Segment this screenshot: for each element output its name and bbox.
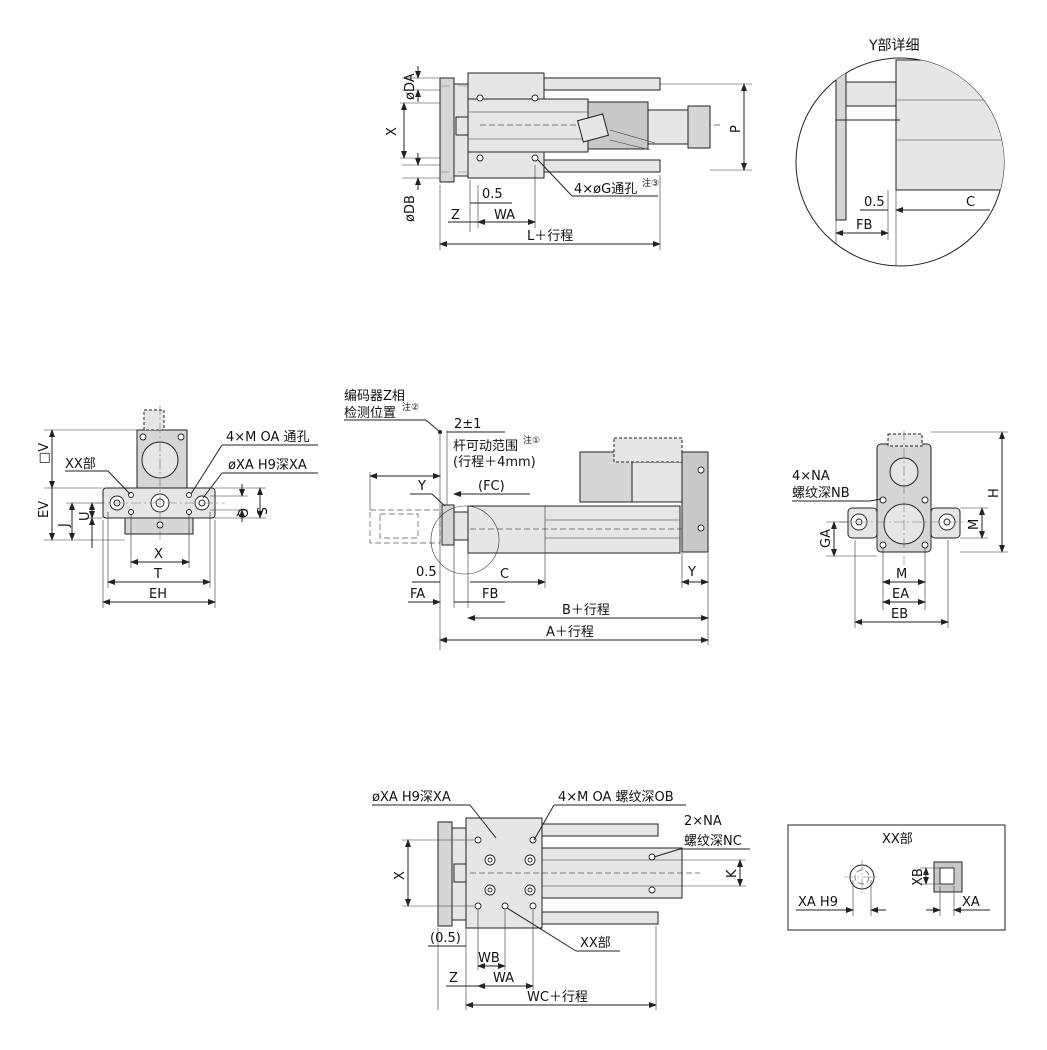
bottom-end-plate: [437, 821, 453, 927]
top-x: X: [385, 127, 400, 136]
top-note-3: 注③: [642, 177, 659, 189]
detail-y: Y部详细 0.5 C FB: [795, 38, 1005, 267]
right-ga: GA: [819, 529, 834, 548]
top-wa: WA: [494, 208, 515, 223]
encoder-line1: 编码器Z相: [344, 389, 405, 404]
side-tol: 2±1: [454, 417, 481, 432]
side-fb: FB: [482, 587, 498, 602]
bottom-na: 2×NA: [684, 814, 722, 829]
detail-xx-frame: [787, 824, 1006, 931]
detail-xx: XX部 XA H9 XB XA: [787, 824, 1006, 931]
right-end-view: 4×NA 螺纹深NB H M GA M EA EB: [792, 430, 1008, 628]
top-dia-a: øDA: [403, 73, 418, 100]
bottom-pin: øXA H9深XA: [372, 790, 451, 805]
top-dia-b: øDB: [403, 195, 418, 222]
right-m: M: [896, 567, 907, 582]
encoder-note: 注②: [402, 401, 419, 413]
bottom-nc: 螺纹深NC: [684, 834, 742, 849]
body: [467, 98, 589, 153]
top-length: L＋行程: [527, 229, 573, 244]
detail-xx-xa: XA: [962, 895, 980, 910]
bottom-k: K: [725, 869, 740, 878]
detail-xx-xb: XB: [911, 868, 926, 886]
side-fc: (FC): [478, 479, 505, 494]
left-s: S: [253, 507, 268, 515]
side-fa: FA: [410, 587, 425, 602]
top-view: øDA X øDB P 0.5 Z WA L＋行程 4×: [385, 66, 752, 250]
right-h: H: [987, 488, 1002, 498]
right-na: 4×NA: [792, 469, 830, 484]
detail-xx-xa-h9: XA H9: [798, 895, 838, 910]
left-t: T: [153, 567, 162, 582]
left-j: J: [57, 523, 72, 528]
side-body: [467, 505, 681, 554]
end-plate: [439, 77, 455, 183]
bottom-x: X: [393, 871, 408, 880]
left-eh: EH: [149, 587, 167, 602]
left-pin: øXA H9深XA: [228, 458, 307, 473]
bottom-view: øXA H9深XA 4×M OA 螺纹深OB 2×NA 螺纹深NC XX部 X …: [372, 790, 750, 1010]
right-nb: 螺纹深NB: [792, 486, 850, 501]
left-ev: EV: [37, 501, 52, 518]
bottom-z: Z: [449, 971, 458, 986]
side-y-right: Y: [687, 565, 696, 580]
side-b-stroke: B＋行程: [562, 603, 610, 618]
rod-end-plate: [441, 504, 455, 546]
detail-xx-title: XX部: [882, 832, 913, 847]
detail-y-half-mm: 0.5: [864, 195, 885, 210]
top-z: Z: [451, 208, 460, 223]
bottom-block: [465, 817, 543, 929]
bottom-wc: WC＋行程: [527, 990, 588, 1005]
left-end-view: XX部 4×M OA 通孔 øXA H9深XA □V EV J U Q: [37, 405, 318, 608]
bottom-holes: 4×M OA 螺纹深OB: [558, 790, 674, 805]
detail-y-c: C: [966, 195, 975, 210]
side-y-left: Y: [417, 479, 426, 494]
top-p: P: [729, 125, 744, 133]
detail-y-fb: FB: [856, 218, 872, 233]
bottom-wb: WB: [478, 951, 500, 966]
top-half-mm: 0.5: [482, 187, 503, 202]
top-hole-callout: 4×øG通孔: [574, 182, 637, 197]
range-line2: (行程＋4mm): [453, 455, 536, 470]
bottom-paren-half: (0.5): [430, 931, 461, 946]
range-note: 注①: [523, 434, 540, 446]
side-half-mm: 0.5: [416, 565, 437, 580]
left-v: □V: [37, 443, 52, 464]
bottom-xx: XX部: [580, 936, 611, 951]
right-m-side: M: [967, 519, 982, 530]
right-ea: EA: [892, 587, 909, 602]
bottom-wa: WA: [493, 971, 514, 986]
side-c: C: [500, 567, 509, 582]
left-x: X: [154, 547, 163, 562]
detail-y-title: Y部详细: [868, 38, 920, 54]
left-q: Q: [234, 508, 249, 518]
left-holes: 4×M OA 通孔: [226, 430, 310, 445]
encoder-line2: 检测位置: [344, 406, 396, 421]
side-a-stroke: A＋行程: [546, 625, 594, 640]
left-u: U: [78, 511, 93, 521]
right-eb: EB: [891, 607, 908, 622]
range-line1: 杆可动范围: [453, 439, 518, 454]
side-view: 编码器Z相 检测位置 注② 2±1 杆可动范围 注① (行程＋4mm) (FC)…: [344, 389, 709, 650]
left-xx: XX部: [65, 457, 96, 472]
